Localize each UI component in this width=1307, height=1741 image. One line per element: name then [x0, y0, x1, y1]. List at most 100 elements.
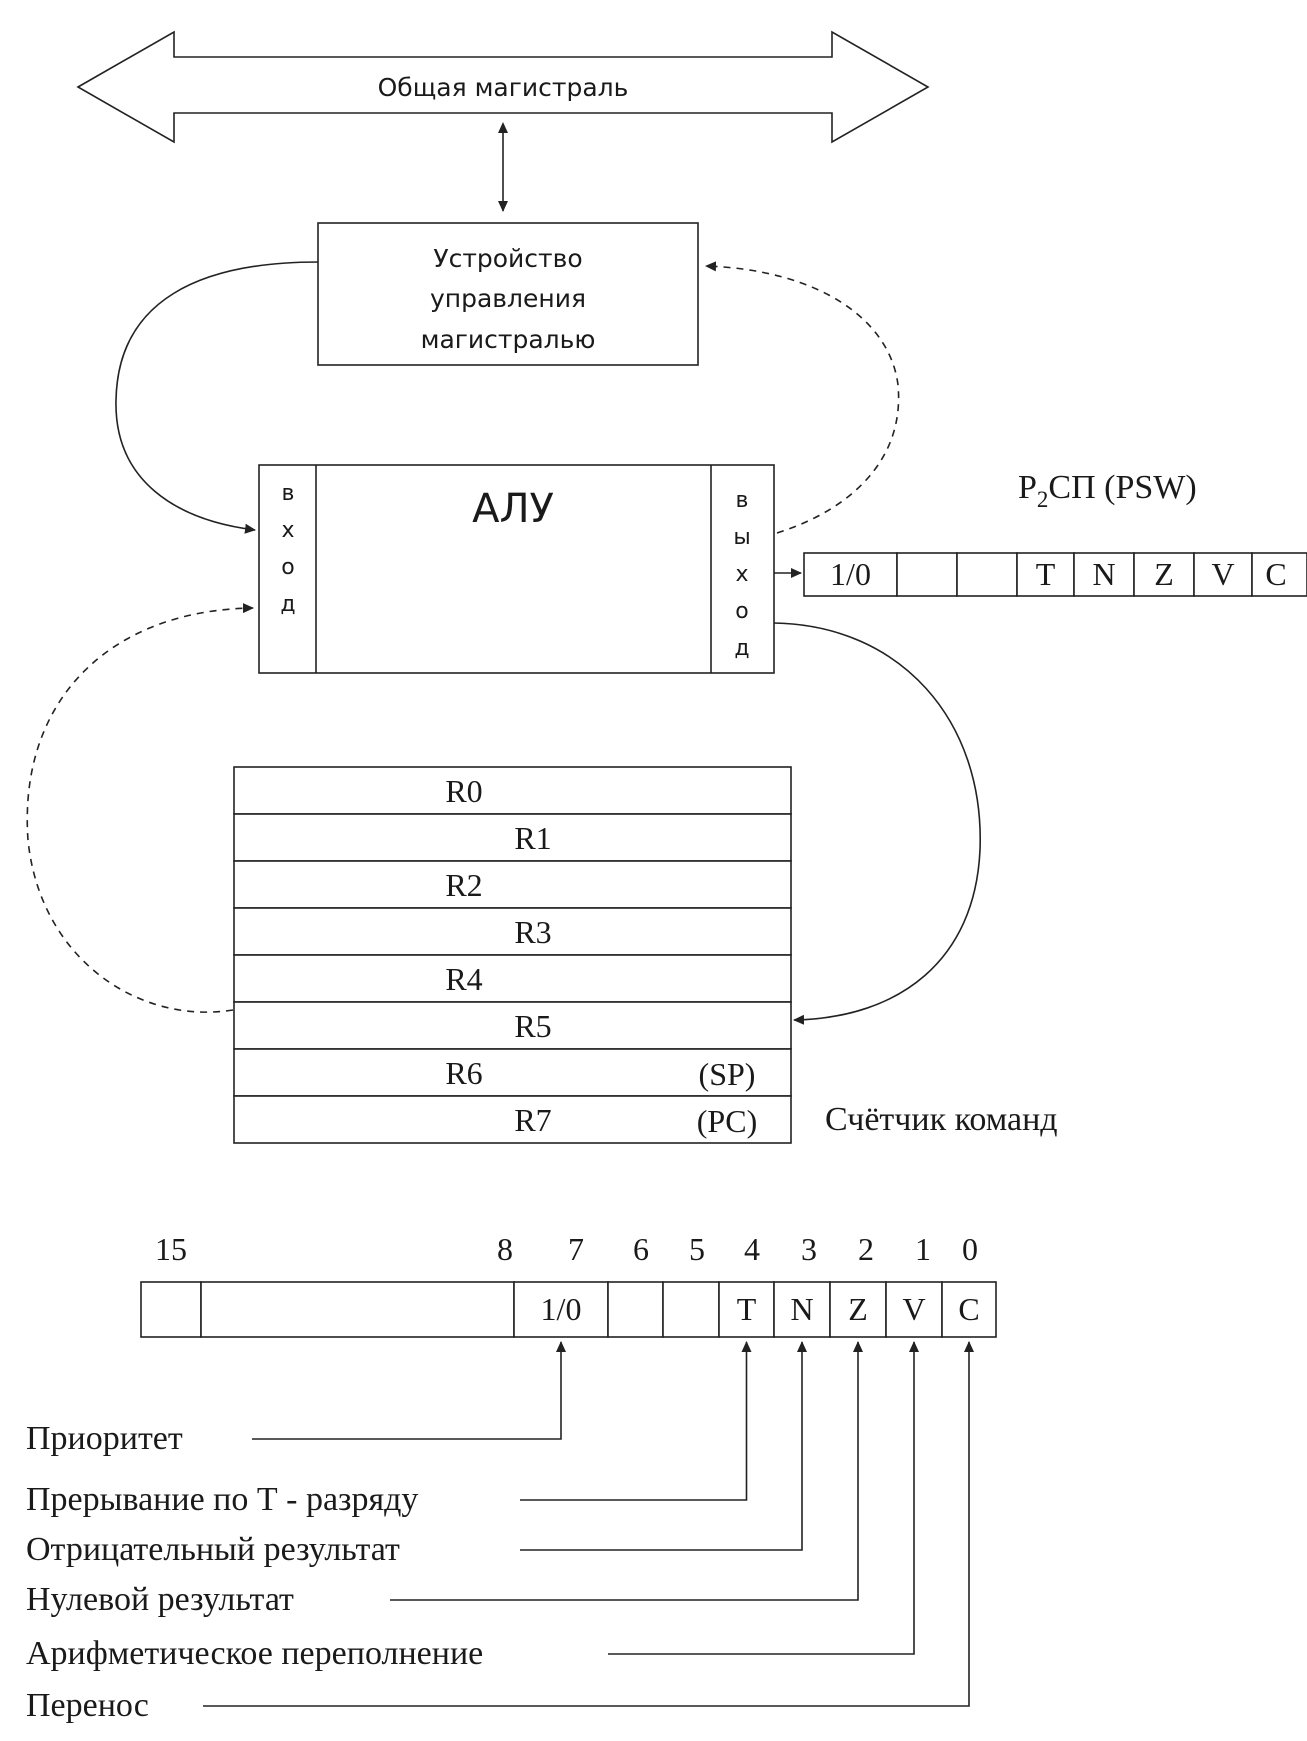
psw-bit-15-cell: [140, 1281, 202, 1338]
bit-number: 4: [744, 1231, 760, 1267]
register-row-r2: [233, 860, 792, 909]
alu-input-letter: д: [280, 592, 295, 617]
flag-connector-0: [252, 1341, 566, 1440]
psw-bit-cell: [885, 1281, 943, 1338]
psw-top-cell: [1193, 552, 1253, 597]
bus-controller-line-3: магистралью: [421, 325, 596, 354]
register-name: R5: [514, 1008, 551, 1044]
flag-connector-4: [608, 1341, 919, 1655]
psw-bit-cell: [718, 1281, 775, 1338]
bus-controller-box: [317, 222, 699, 366]
alu-box: [258, 464, 775, 674]
bit-number: 6: [633, 1231, 649, 1267]
register-name: R3: [514, 914, 551, 950]
alu-input-letter: в: [282, 481, 295, 506]
register-alias: (PC): [697, 1103, 757, 1139]
register-name: R1: [514, 820, 551, 856]
psw-top-cell: [1073, 552, 1135, 597]
bit-number: 0: [962, 1231, 978, 1267]
bit-number: 2: [858, 1231, 874, 1267]
bit-number: 7: [568, 1231, 584, 1267]
psw-bit-cell-label: N: [790, 1291, 813, 1327]
register-name: R7: [514, 1102, 551, 1138]
alu-output-to-r5-arrow: [773, 622, 981, 1025]
psw-bit-cell-label: Z: [848, 1291, 868, 1327]
register-name: R4: [445, 961, 482, 997]
register-name: R0: [445, 773, 482, 809]
psw-bit-cell: [773, 1281, 831, 1338]
alu-output-letter: х: [735, 562, 748, 587]
psw-top-cell-label: N: [1092, 556, 1115, 592]
r5-to-alu-input-arrow: [26, 603, 254, 1013]
psw-top-cell-label: T: [1036, 556, 1056, 592]
bit-number: 1: [915, 1231, 931, 1267]
psw-top-cell-label: 1/0: [830, 556, 871, 592]
psw-bit-cell-label: T: [737, 1291, 757, 1327]
psw-bit-cell: [607, 1281, 664, 1338]
psw-bit-cell-label: 1/0: [541, 1291, 582, 1327]
common-bus-label: Общая магистраль: [378, 73, 629, 102]
register-row-r5: [233, 1001, 792, 1050]
controller-to-alu-input-arrow: [115, 261, 319, 534]
psw-bit-cell-label: V: [902, 1291, 925, 1327]
bit-number: 8: [497, 1231, 513, 1267]
bus-controller: Устройство управления магистралью: [317, 222, 699, 366]
bus-controller-line-2: управления: [430, 284, 586, 313]
alu-output-letter: ы: [733, 525, 750, 550]
psw-top-cell: [956, 552, 1018, 597]
register-row-r3: [233, 907, 792, 956]
bit-number: 3: [801, 1231, 817, 1267]
alu-input-letter: х: [281, 518, 294, 543]
alu-input-letter: о: [281, 555, 294, 580]
flag-connector-3: [390, 1341, 863, 1601]
register-row-r0: [233, 766, 792, 815]
flag-connector-2: [520, 1341, 807, 1551]
psw-top-cell-label: Z: [1154, 556, 1174, 592]
register-row-r4: [233, 954, 792, 1003]
psw-top-cell: [896, 552, 958, 597]
alu-output-letter: в: [736, 488, 749, 513]
program-counter-caption: Счётчик команд: [825, 1101, 1058, 1138]
psw-bit-cell: [829, 1281, 887, 1338]
register-name: R2: [445, 867, 482, 903]
flag-description: Отрицательный результат: [26, 1531, 400, 1568]
flag-connector-1: [520, 1341, 752, 1501]
psw-bit-cell: [513, 1281, 609, 1338]
psw-bit-cell: [941, 1281, 997, 1338]
common-bus-arrow: [76, 30, 930, 144]
flag-description: Прерывание по Т - разряду: [26, 1481, 418, 1518]
bus-controller-line-1: Устройство: [433, 244, 582, 273]
alu-output-letter: д: [734, 636, 749, 661]
flag-description: Приоритет: [26, 1420, 183, 1457]
flag-connector-5: [203, 1341, 974, 1707]
common-bus: Общая магистраль: [76, 30, 930, 144]
register-row-r7: [233, 1095, 792, 1144]
psw-top-cell-label: V: [1211, 556, 1234, 592]
alu-output-to-controller-arrow: [705, 261, 900, 534]
flag-description: Арифметическое переполнение: [26, 1635, 483, 1672]
psw-top-cell: [1133, 552, 1195, 597]
psw-bit-cell-label: C: [958, 1291, 979, 1327]
alu-label: АЛУ: [472, 486, 554, 532]
psw-bit-cell: [662, 1281, 720, 1338]
psw-title: Р2СП (PSW): [1018, 469, 1197, 512]
register-alias: (SP): [699, 1056, 756, 1092]
alu-output-letter: о: [735, 599, 748, 624]
psw-top-cell: [1251, 552, 1307, 597]
register-row-r1: [233, 813, 792, 862]
flag-description: Перенос: [26, 1687, 149, 1724]
bit-number: 5: [689, 1231, 705, 1267]
psw-title-subscript: 2: [1037, 487, 1049, 512]
psw-reserved-field: [200, 1281, 515, 1338]
flag-description: Нулевой результат: [26, 1581, 294, 1618]
psw-top-cell-label: C: [1265, 556, 1286, 592]
bit-number: 15: [155, 1231, 187, 1267]
